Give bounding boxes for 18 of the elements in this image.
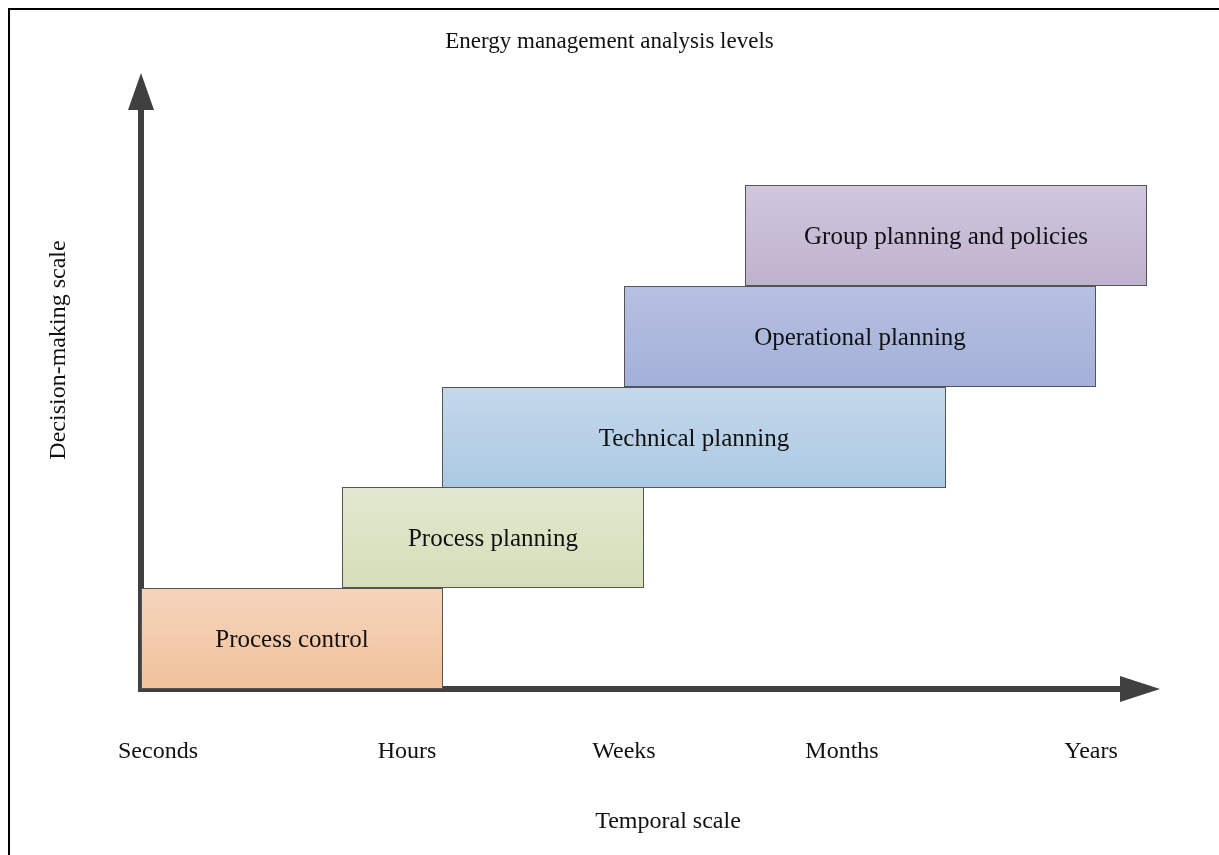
level-box bbox=[745, 185, 1147, 286]
axis-title: Temporal scale bbox=[595, 806, 741, 835]
level-box bbox=[624, 286, 1096, 387]
level-box bbox=[342, 487, 644, 588]
level-label: Group planning and policies bbox=[804, 220, 1088, 251]
level-box bbox=[141, 588, 443, 689]
tick-label: Months bbox=[805, 736, 879, 765]
level-label: Operational planning bbox=[754, 321, 966, 352]
level-label: Technical planning bbox=[598, 422, 790, 453]
tick-label: Hours bbox=[377, 736, 437, 765]
level-box bbox=[442, 387, 946, 488]
diagram-title: Energy management analysis levels bbox=[444, 27, 775, 55]
tick-label: Seconds bbox=[118, 736, 198, 765]
level-label: Process planning bbox=[407, 522, 579, 553]
axis-title: Decision-making scale bbox=[43, 240, 71, 460]
tick-label: Weeks bbox=[592, 736, 656, 765]
level-label: Process control bbox=[215, 623, 369, 654]
tick-label: Years bbox=[1064, 736, 1118, 765]
